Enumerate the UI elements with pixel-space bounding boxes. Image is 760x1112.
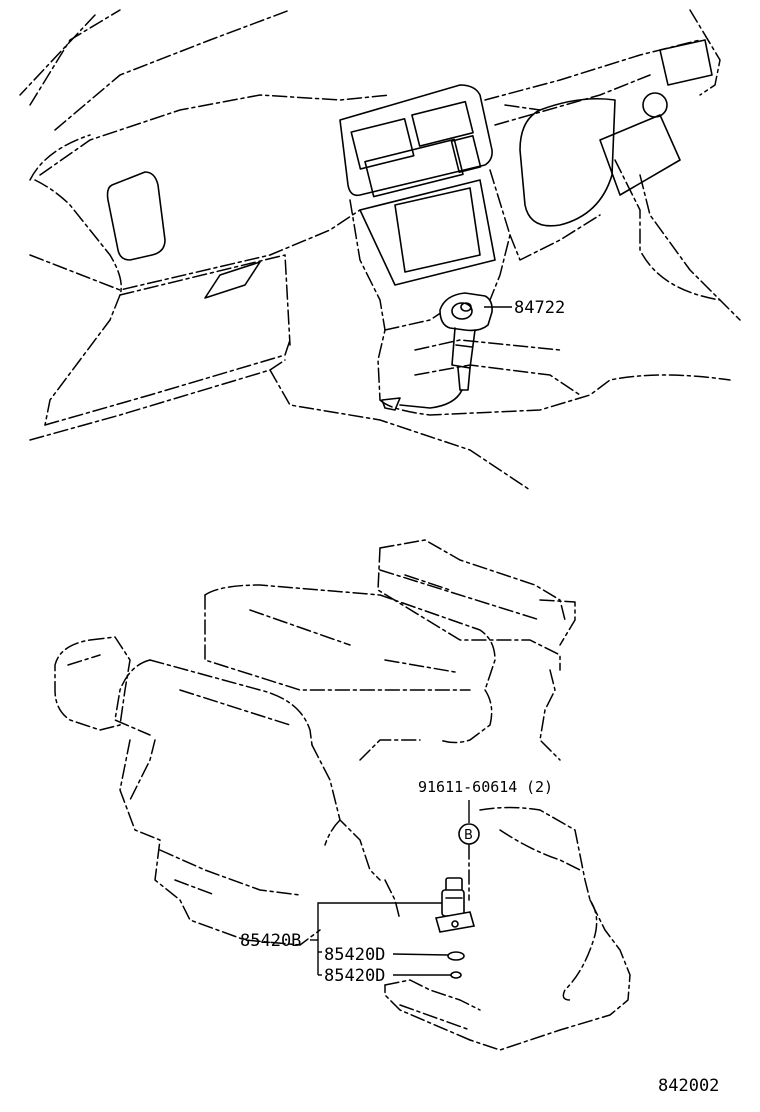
ignition-switch-part[interactable] (381, 292, 493, 411)
engine-view: 91611-60614 (2) B 85420B 85420D 85420D (54, 539, 631, 1051)
sensor-assembly-label: 85420B (240, 931, 301, 951)
figure-number: 842002 (658, 1076, 719, 1096)
instrument-panel-view: 84722 (19, 9, 741, 491)
ignition-part-label: 84722 (514, 298, 565, 318)
o-ring-label: 85420D (324, 945, 385, 965)
sensor-assembly-part[interactable] (434, 877, 476, 933)
bolt-reference-marker[interactable]: B (458, 823, 480, 845)
o-ring-part[interactable] (447, 951, 465, 961)
gasket-part[interactable] (450, 971, 462, 979)
bolt-quantity-label: (2) (526, 778, 553, 796)
gasket-label: 85420D (324, 966, 385, 986)
bolt-reference-letter: B (464, 828, 473, 843)
bolt-part-label: 91611-60614 (418, 778, 517, 796)
